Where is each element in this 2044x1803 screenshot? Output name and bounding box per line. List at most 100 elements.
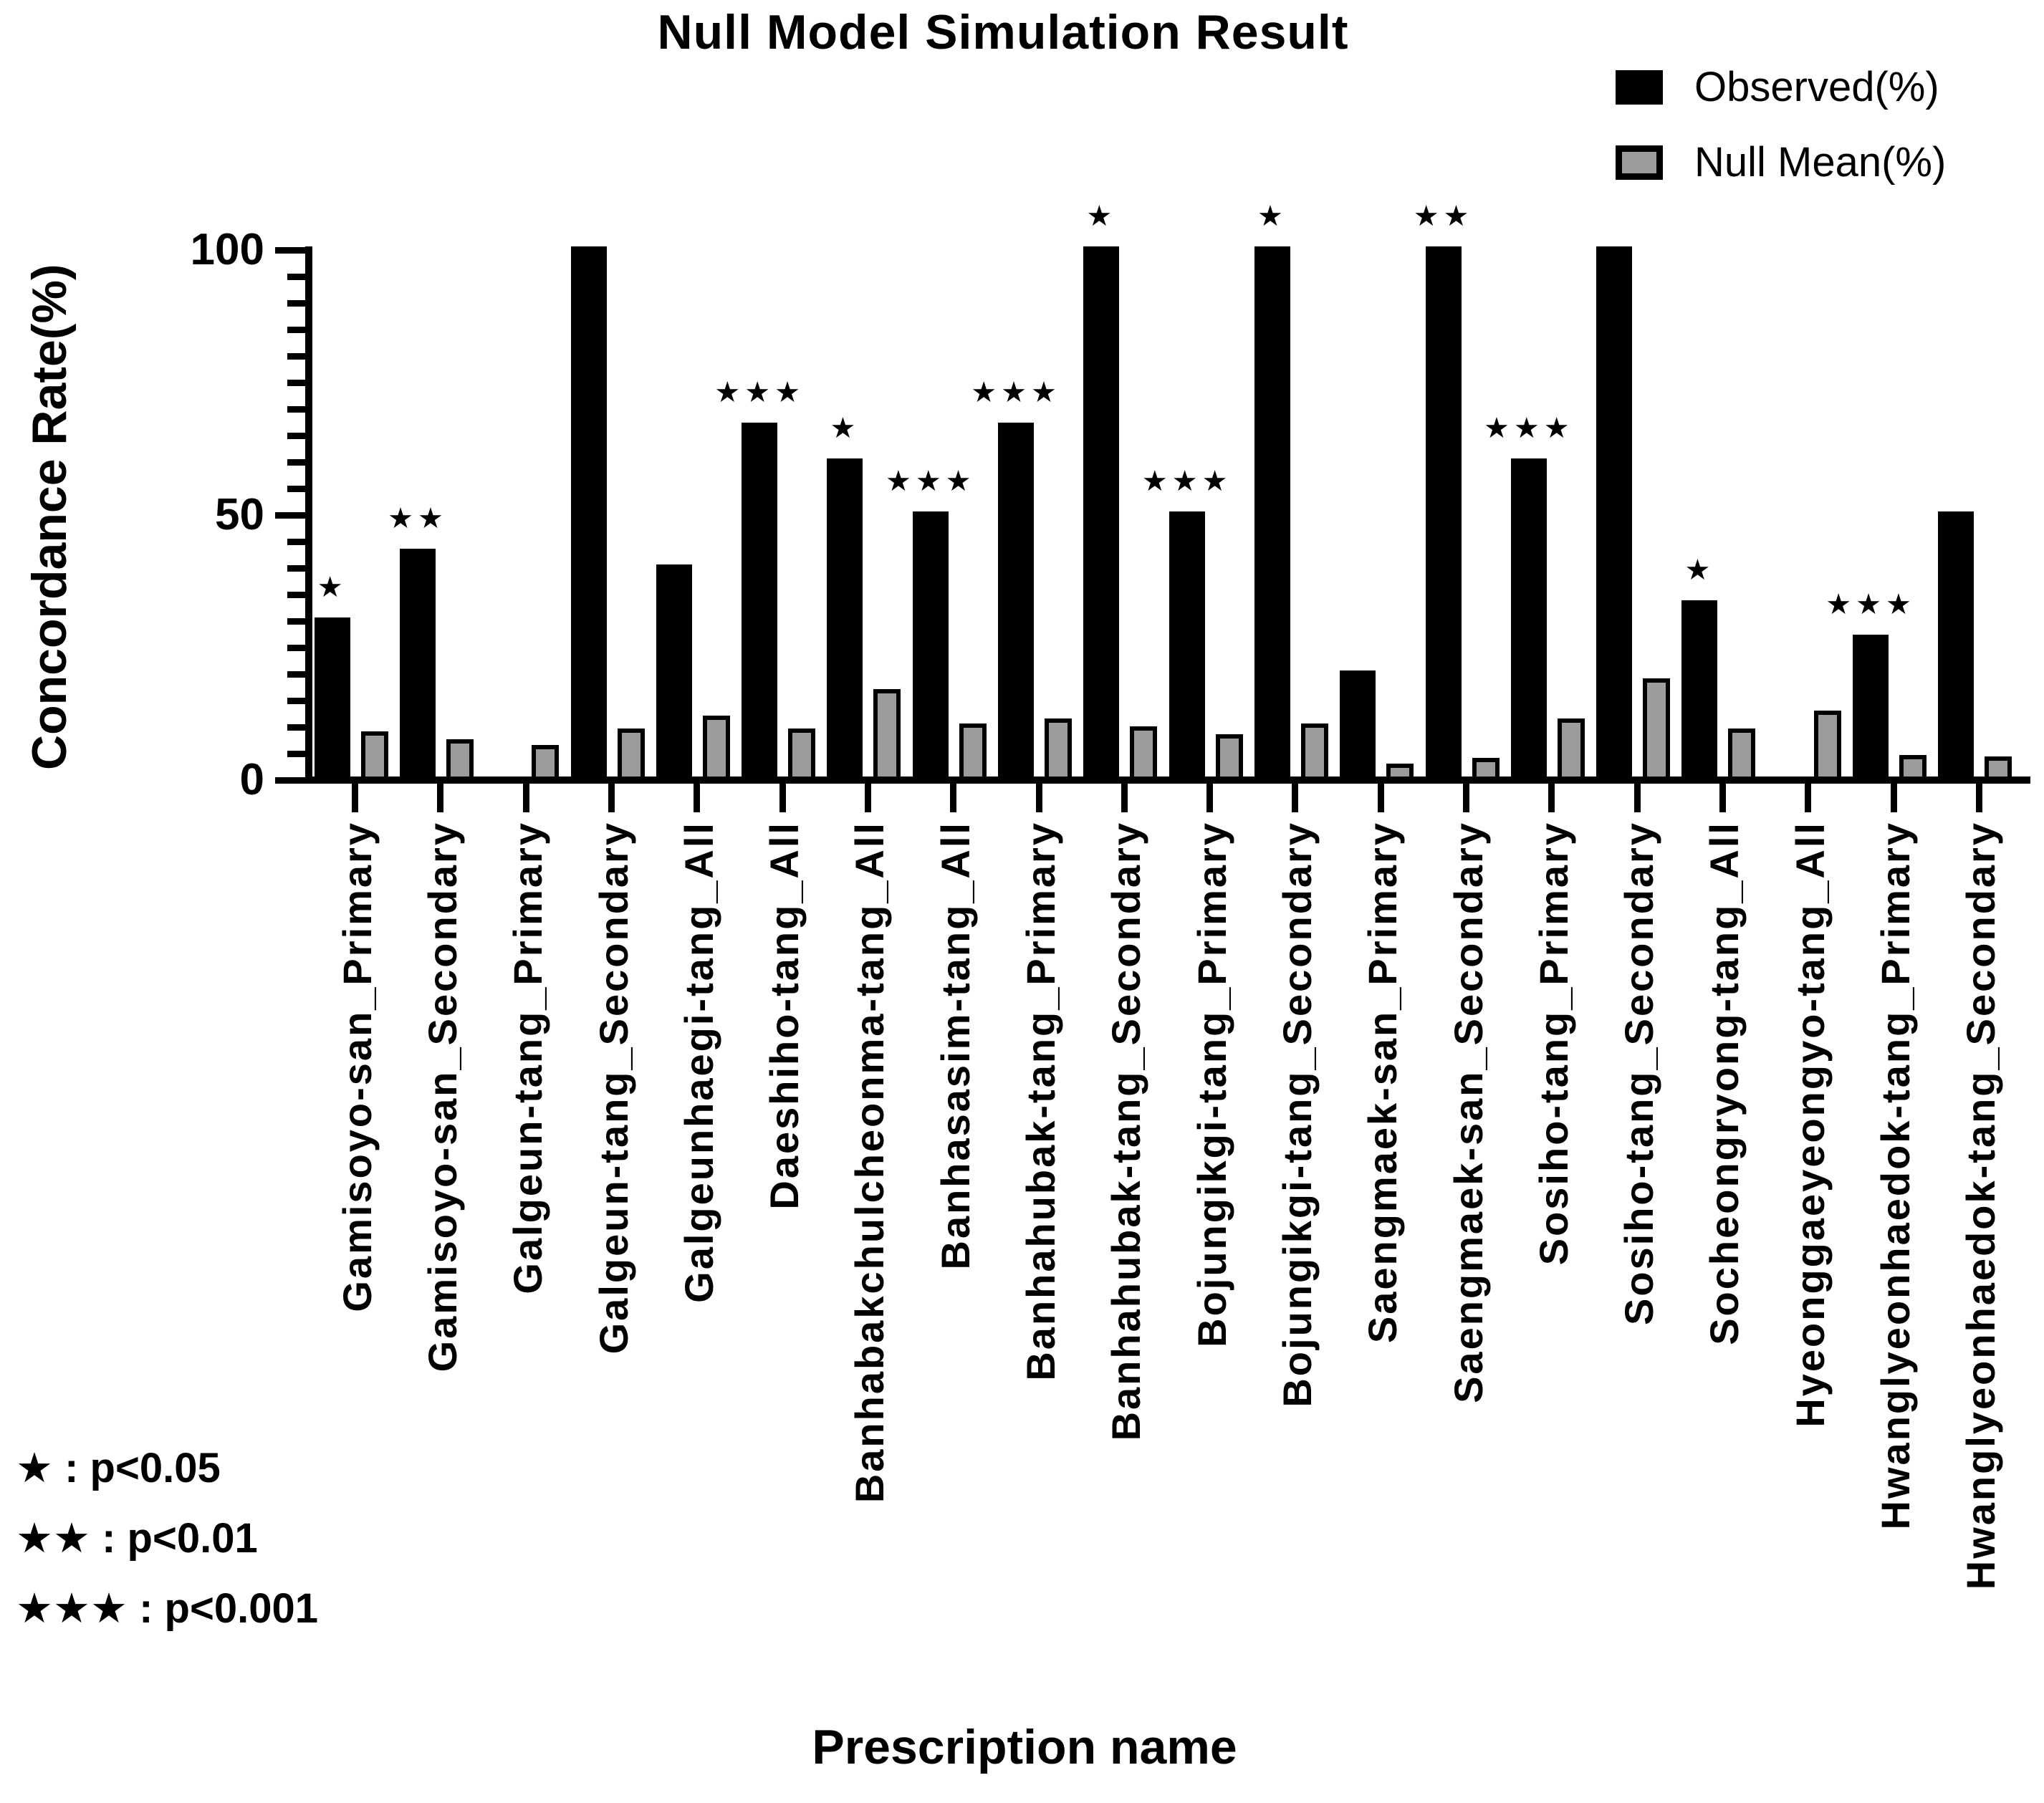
y-minor-tick bbox=[287, 379, 305, 386]
bar-null-mean bbox=[873, 688, 901, 777]
x-category-tick bbox=[1548, 784, 1555, 812]
significance-marker: ★ bbox=[1684, 554, 1715, 586]
significance-marker: ★★★ bbox=[1141, 466, 1232, 497]
bar-null-mean bbox=[959, 723, 987, 777]
x-category-label-text: Banhasasim-tang_All bbox=[932, 821, 978, 1270]
significance-marker: ★★★ bbox=[714, 377, 805, 409]
bar-null-mean bbox=[1813, 710, 1841, 777]
y-minor-tick bbox=[287, 644, 305, 651]
y-minor-tick bbox=[287, 352, 305, 360]
significance-marker: ★★★ bbox=[1484, 413, 1574, 444]
bar-null-mean bbox=[1215, 734, 1243, 777]
significance-marker: ★★★ bbox=[1825, 589, 1916, 621]
bar-null-mean bbox=[446, 739, 474, 777]
x-category-label-text: Sosiho-tang_Secondary bbox=[1616, 821, 1662, 1326]
x-category-label-text: Socheongryong-tang_All bbox=[1702, 821, 1747, 1345]
y-minor-tick bbox=[287, 273, 305, 280]
bar-null-mean bbox=[360, 731, 388, 777]
y-minor-tick bbox=[287, 564, 305, 572]
y-minor-tick bbox=[287, 485, 305, 492]
x-category-tick bbox=[1719, 784, 1726, 812]
bar-observed bbox=[1510, 458, 1547, 777]
bar-observed bbox=[827, 458, 863, 777]
x-category-tick bbox=[1035, 784, 1042, 812]
x-category-tick bbox=[437, 784, 444, 812]
x-category-tick bbox=[1121, 784, 1128, 812]
bar-null-mean bbox=[1130, 726, 1158, 777]
significance-footnotes: ★ : p<0.05 ★★ : p<0.01 ★★★ : p<0.001 bbox=[16, 1443, 318, 1654]
x-category-label-text: Galgeun-tang_Primary bbox=[505, 821, 551, 1294]
x-category-label-text: Gamisoyo-san_Primary bbox=[334, 821, 380, 1312]
significance-marker: ★★ bbox=[388, 502, 448, 534]
bar-null-mean bbox=[1300, 723, 1328, 777]
y-tick-label: 0 bbox=[239, 755, 264, 804]
bar-null-mean bbox=[1472, 758, 1500, 777]
y-tick-label: 100 bbox=[190, 225, 264, 274]
bar-observed bbox=[1681, 600, 1718, 777]
y-minor-tick bbox=[287, 405, 305, 413]
x-category-label-text: Hyeonggaeyeongyo-tang_All bbox=[1787, 821, 1833, 1428]
bar-observed bbox=[1938, 511, 1975, 777]
y-minor-tick bbox=[287, 723, 305, 731]
null-mean-swatch-icon bbox=[1616, 145, 1663, 180]
bar-null-mean bbox=[532, 744, 560, 777]
bar-observed bbox=[1340, 670, 1376, 777]
x-category-tick bbox=[1377, 784, 1384, 812]
x-category-label-text: Bojungikgi-tang_Secondary bbox=[1274, 821, 1320, 1408]
y-minor-tick bbox=[287, 326, 305, 333]
y-minor-tick bbox=[287, 750, 305, 757]
legend-item-null-mean: Null Mean(%) bbox=[1616, 138, 1946, 186]
x-category-label-text: Daeshiho-tang_All bbox=[762, 821, 807, 1210]
x-category-label-text: Banhahubak-tang_Primary bbox=[1018, 821, 1064, 1381]
bar-null-mean bbox=[1045, 718, 1073, 777]
x-category-tick bbox=[608, 784, 615, 812]
chart-title: Null Model Simulation Result bbox=[657, 5, 1349, 59]
y-tick-label: 50 bbox=[215, 490, 264, 539]
y-minor-tick bbox=[287, 617, 305, 625]
x-axis-line bbox=[305, 777, 2030, 784]
x-category-tick bbox=[864, 784, 871, 812]
x-category-tick bbox=[1633, 784, 1641, 812]
bar-null-mean bbox=[1386, 763, 1414, 777]
x-category-label-text: Hwanglyeonhaedok-tang_Secondary bbox=[1958, 821, 2004, 1590]
x-category-tick bbox=[1975, 784, 1982, 812]
x-category-tick bbox=[694, 784, 701, 812]
y-major-tick bbox=[275, 511, 305, 519]
y-minor-tick bbox=[287, 299, 305, 307]
x-category-label-text: Galgeun-tang_Secondary bbox=[590, 821, 636, 1355]
legend-item-observed: Observed(%) bbox=[1616, 63, 1946, 111]
legend: Observed(%) Null Mean(%) bbox=[1616, 63, 1946, 213]
bar-null-mean bbox=[1899, 755, 1927, 777]
legend-observed-label: Observed(%) bbox=[1694, 64, 1939, 110]
bar-null-mean bbox=[1643, 678, 1671, 777]
x-category-tick bbox=[779, 784, 786, 812]
x-category-label-text: Galgeunhaegi-tang_All bbox=[676, 821, 721, 1303]
bar-observed bbox=[1254, 246, 1290, 777]
x-category-tick bbox=[950, 784, 957, 812]
bar-observed bbox=[1853, 635, 1889, 777]
x-category-label-text: Gamisoyo-san_Secondary bbox=[419, 821, 465, 1372]
x-category-label-text: Banhahubak-tang_Secondary bbox=[1103, 821, 1149, 1441]
bar-observed bbox=[399, 548, 436, 777]
x-category-label-text: Bojungikgi-tang_Primary bbox=[1189, 821, 1234, 1347]
bar-observed bbox=[1083, 246, 1120, 777]
x-category-label-text: Sosiho-tang_Primary bbox=[1530, 821, 1576, 1266]
y-minor-tick bbox=[287, 697, 305, 704]
bar-observed bbox=[1596, 246, 1633, 777]
bar-null-mean bbox=[617, 729, 645, 777]
bar-observed bbox=[742, 423, 778, 777]
x-category-label-text: Hwanglyeonhaedok-tang_Primary bbox=[1873, 821, 1919, 1530]
y-major-tick bbox=[275, 777, 305, 784]
legend-null-mean-label: Null Mean(%) bbox=[1694, 139, 1947, 186]
y-minor-tick bbox=[287, 538, 305, 545]
bar-observed bbox=[1169, 511, 1205, 777]
x-category-tick bbox=[1292, 784, 1299, 812]
bar-null-mean bbox=[1985, 756, 2012, 777]
bar-null-mean bbox=[1728, 729, 1756, 777]
bar-observed bbox=[998, 423, 1035, 777]
significance-marker: ★ bbox=[1086, 201, 1117, 232]
footnote-p01: ★★ : p<0.01 bbox=[16, 1515, 258, 1562]
y-minor-tick bbox=[287, 432, 305, 439]
y-minor-tick bbox=[287, 591, 305, 598]
